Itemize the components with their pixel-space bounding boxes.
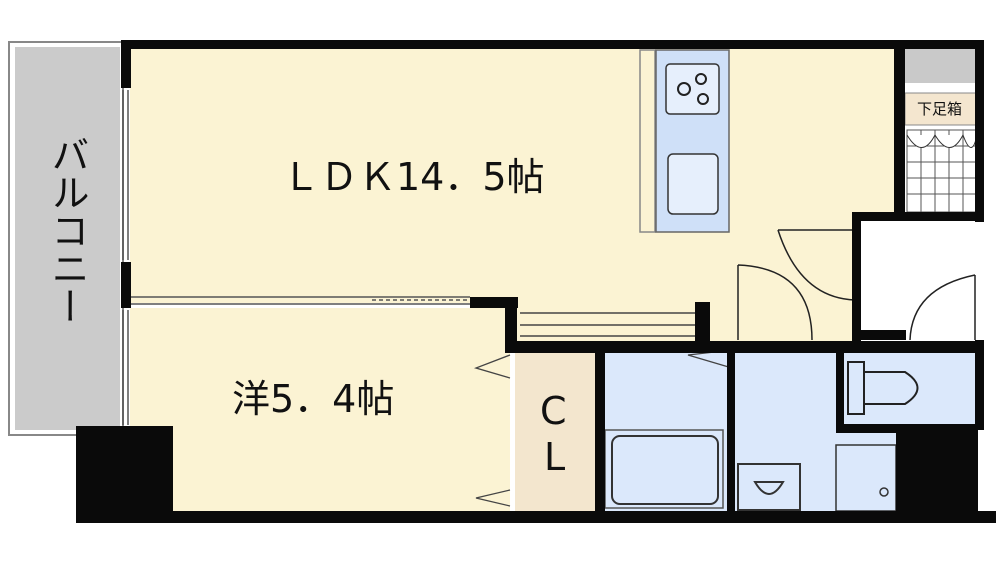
closet-floor [515,350,600,513]
entrance-tiles [906,129,978,213]
shoe-box-label: 下足箱 [917,100,962,118]
western-room-floor [130,308,510,513]
ldk-label: ＬＤＫ14．5帖 [282,155,545,199]
washing-machine [835,444,897,512]
bathtub [611,435,719,505]
sink-icon [667,153,719,215]
entrance-top [905,48,982,83]
ldk-lower-floor [510,300,855,348]
toilet-icon [847,361,919,415]
stove-icon [665,63,720,115]
balcony-label: バルコニー [45,135,89,325]
closet-label-l: L [544,435,565,479]
balcony: バルコニー [8,41,124,436]
western-room-label: 洋5．4帖 [232,377,394,421]
walls [76,40,996,523]
closet-label-c: C [540,389,567,433]
wash-basin [737,463,801,511]
kitchen-counter [639,49,730,233]
sliding-doors [122,90,470,425]
ldk-floor [130,48,895,303]
step-lines [520,312,700,337]
entrance-floor [860,220,978,340]
